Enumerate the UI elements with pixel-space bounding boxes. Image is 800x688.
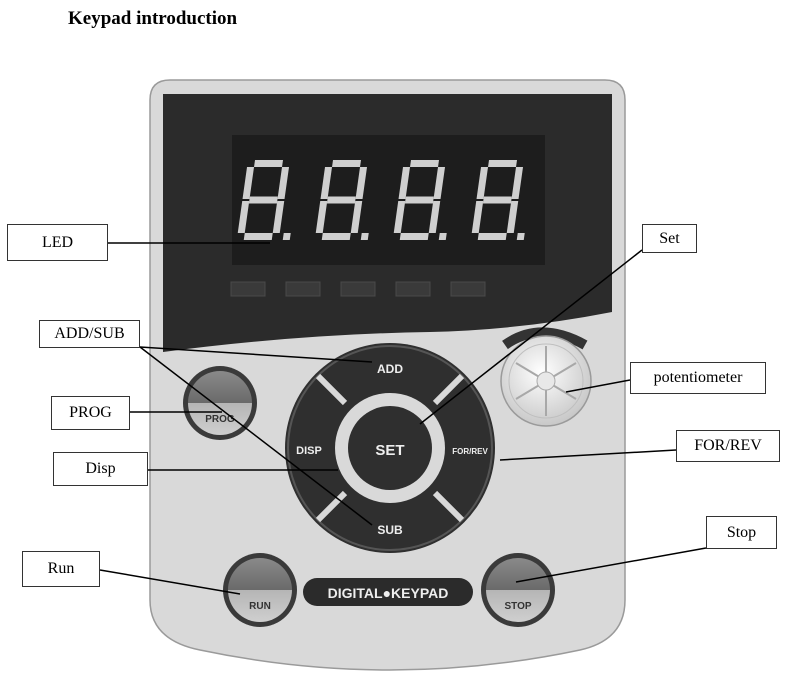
led-segment [488, 160, 517, 167]
sub-button[interactable]: SUB [377, 523, 403, 537]
led-segment [393, 201, 406, 233]
for-rev-button-label: FOR/REV [452, 447, 488, 456]
led-segment [477, 233, 507, 240]
led-digits [237, 160, 525, 240]
led-segment [433, 167, 446, 199]
sub-button-label: SUB [377, 523, 403, 537]
led-segment [355, 167, 368, 199]
for-rev-callout: FOR/REV [676, 430, 780, 462]
status-lamp [230, 281, 266, 297]
led-segment [326, 196, 356, 204]
led-segment [428, 201, 441, 233]
navigation-keypad: ADD SUB DISP FOR/REV SET [285, 343, 495, 553]
callout-leaders [99, 242, 707, 595]
add-leader [139, 346, 373, 363]
led-digit [315, 160, 369, 240]
prog-button[interactable]: PROG [183, 366, 257, 440]
led-decimal-point [360, 233, 369, 240]
led-segment [471, 201, 484, 233]
led-segment [476, 167, 489, 199]
status-lamp [285, 281, 321, 297]
led-segment [321, 233, 351, 240]
led-segment [398, 167, 411, 199]
led-segment [248, 196, 278, 204]
stop-callout: Stop [706, 516, 777, 549]
led-segment [506, 201, 519, 233]
add-button[interactable]: ADD [377, 362, 403, 376]
led-segment [243, 233, 273, 240]
led-segment [237, 201, 250, 233]
led-segment [332, 160, 361, 167]
set-button-label: SET [375, 442, 404, 459]
led-segment [272, 201, 285, 233]
stop-button[interactable]: STOP [481, 553, 555, 627]
set-button[interactable]: SET [335, 393, 445, 503]
disp-button-label: DISP [296, 445, 322, 457]
stop-leader [515, 547, 707, 583]
potentiometer-knob[interactable] [500, 327, 592, 427]
led-segment [350, 201, 363, 233]
led-segment [254, 160, 283, 167]
run-leader [99, 569, 241, 595]
set-callout: Set [642, 224, 697, 253]
add-sub-callout: ADD/SUB [39, 320, 140, 348]
potentiometer-callout: potentiometer [630, 362, 766, 394]
led-segment [315, 201, 328, 233]
led-decimal-point [516, 233, 525, 240]
led-segment [511, 167, 524, 199]
brand-badge: DIGITAL●KEYPAD [303, 578, 473, 606]
run-button-label: RUN [249, 601, 271, 612]
run-button[interactable]: RUN [223, 553, 297, 627]
for-rev-button[interactable]: FOR/REV [452, 447, 488, 456]
status-lamps [230, 281, 486, 297]
led-segment [399, 233, 429, 240]
led-segment [482, 196, 512, 204]
status-lamp [340, 281, 376, 297]
led-segment [242, 167, 255, 199]
prog-button-label: PROG [205, 414, 235, 425]
sub-leader [139, 346, 373, 526]
led-segment [404, 196, 434, 204]
prog-callout: PROG [51, 396, 130, 430]
led-digit [393, 160, 447, 240]
disp-button[interactable]: DISP [296, 445, 322, 457]
brand-badge-label: DIGITAL●KEYPAD [328, 585, 449, 601]
led-segment [320, 167, 333, 199]
led-digit [237, 160, 291, 240]
status-lamp [395, 281, 431, 297]
run-callout: Run [22, 551, 100, 587]
status-lamp [450, 281, 486, 297]
set-leader [419, 249, 643, 425]
led-decimal-point [282, 233, 291, 240]
led-segment [277, 167, 290, 199]
led-segment [410, 160, 439, 167]
led-digit [471, 160, 525, 240]
disp-callout: Disp [53, 452, 148, 486]
for-rev-leader [499, 449, 677, 461]
page-title: Keypad introduction [68, 8, 238, 29]
led-callout: LED [7, 224, 108, 261]
led-decimal-point [438, 233, 447, 240]
stop-button-label: STOP [504, 601, 531, 612]
add-button-label: ADD [377, 362, 403, 376]
potentiometer-leader [565, 379, 631, 393]
